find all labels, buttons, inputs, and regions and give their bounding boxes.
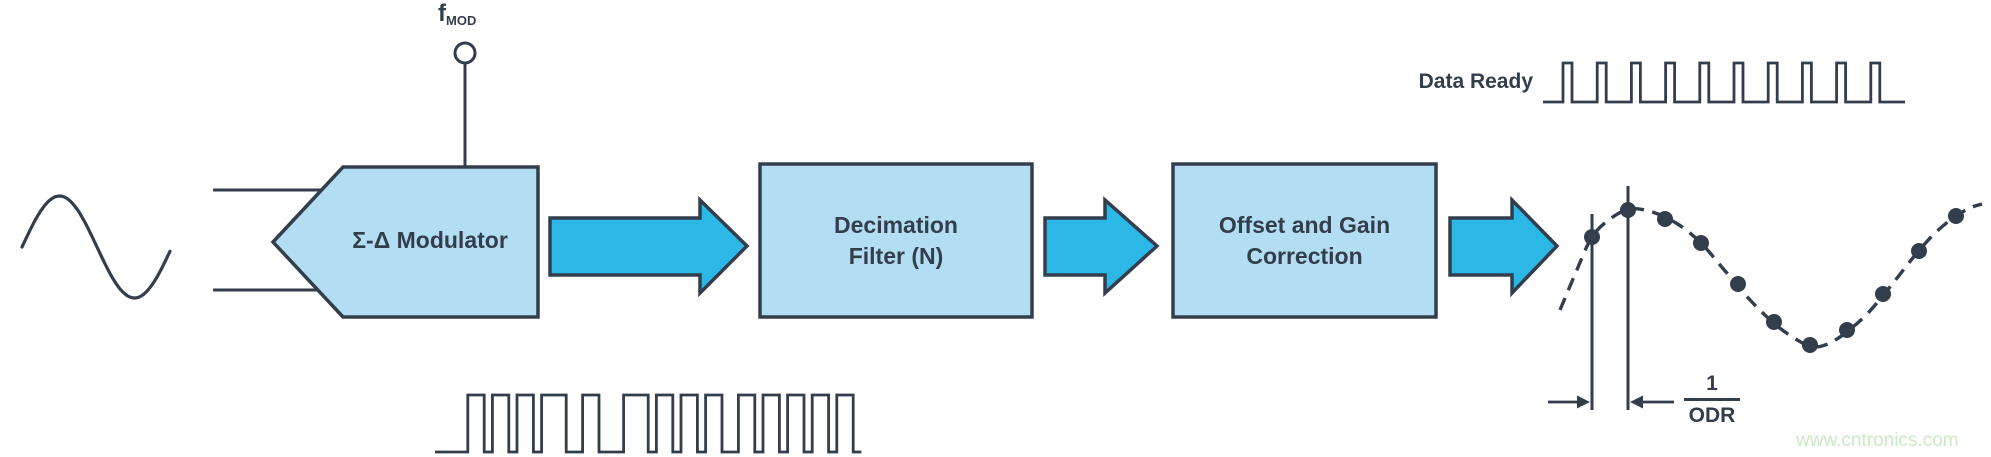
fmod-base: f	[438, 0, 446, 27]
fmod-subscript: MOD	[446, 13, 477, 28]
decimation-label: Decimation Filter (N)	[760, 164, 1032, 317]
modulator-label: Σ-Δ Modulator	[332, 164, 528, 317]
output-sample-dot	[1657, 211, 1673, 227]
data-ready-label: Data Ready	[1418, 70, 1533, 93]
decimation-label-line1: Decimation	[834, 211, 958, 238]
data-ready-wave-icon	[1543, 61, 1905, 104]
odr-numerator: 1	[1706, 372, 1718, 395]
dimension-arrowhead-right-icon	[1577, 395, 1590, 409]
analog-input-sine-icon	[20, 194, 172, 300]
offset-gain-label-line2: Correction	[1246, 242, 1363, 269]
decimation-block	[758, 162, 1034, 319]
output-sample-dot	[1839, 322, 1855, 338]
dimension-arrowhead-left-icon	[1630, 395, 1643, 409]
offset-gain-label: Offset and Gain Correction	[1173, 164, 1436, 317]
output-sample-dots	[1584, 202, 1964, 353]
bitstream-wave-icon	[435, 393, 862, 454]
flow-arrow-1-icon	[548, 195, 750, 298]
flow-arrow-2-icon	[1043, 196, 1160, 297]
output-wave-icon	[1558, 202, 1983, 349]
watermark-text: www.cntronics.com	[1796, 430, 1959, 451]
output-sample-dot	[1911, 243, 1927, 259]
output-sample-dot	[1948, 208, 1964, 224]
output-sample-dot	[1802, 337, 1818, 353]
output-sample-dot	[1730, 276, 1746, 292]
output-sample-dot	[1766, 314, 1782, 330]
output-sample-dot	[1875, 286, 1891, 302]
odr-dimension-arrows	[1548, 395, 1674, 409]
offset-gain-label-line1: Offset and Gain	[1218, 211, 1391, 238]
offset-gain-block	[1171, 162, 1438, 319]
fmod-terminal-icon	[453, 41, 477, 65]
output-sample-dot	[1693, 235, 1709, 251]
odr-denominator: ODR	[1684, 398, 1740, 427]
modulator-block	[270, 165, 540, 319]
decimation-label-line2: Filter (N)	[848, 242, 944, 269]
modulator-label-text: Σ-Δ Modulator	[352, 227, 508, 253]
flow-arrow-3-icon	[1448, 195, 1560, 298]
odr-fraction: 1 ODR	[1684, 372, 1740, 427]
fmod-label: fMOD	[438, 2, 476, 33]
